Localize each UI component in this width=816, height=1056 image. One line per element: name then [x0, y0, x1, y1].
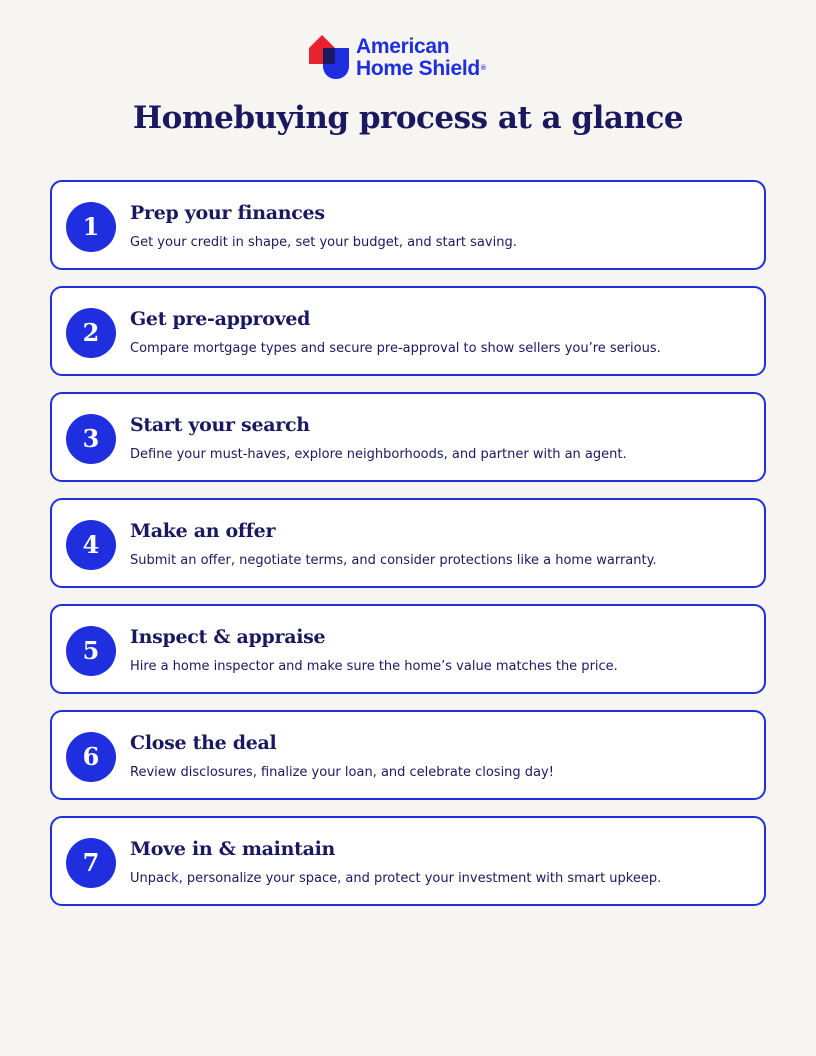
step-description: Review disclosures, finalize your loan, … — [130, 765, 554, 780]
step-description: Compare mortgage types and secure pre-ap… — [130, 341, 661, 356]
brand-logo: American Home Shield® — [308, 34, 518, 82]
step-number-badge: 7 — [66, 838, 116, 888]
step-title: Start your search — [130, 414, 310, 436]
step-card-5: 5 Inspect & appraise Hire a home inspect… — [50, 604, 766, 694]
step-description: Get your credit in shape, set your budge… — [130, 235, 517, 250]
step-number-badge: 1 — [66, 202, 116, 252]
step-card-2: 2 Get pre-approved Compare mortgage type… — [50, 286, 766, 376]
step-number-badge: 2 — [66, 308, 116, 358]
house-shield-logo-icon — [309, 35, 349, 79]
brand-name-line2: Home Shield® — [356, 57, 486, 80]
step-number-badge: 4 — [66, 520, 116, 570]
step-title: Close the deal — [130, 732, 277, 754]
step-description: Submit an offer, negotiate terms, and co… — [130, 553, 657, 568]
brand-name: American Home Shield® — [356, 36, 486, 80]
step-number-badge: 3 — [66, 414, 116, 464]
step-title: Move in & maintain — [130, 838, 336, 860]
step-card-3: 3 Start your search Define your must-hav… — [50, 392, 766, 482]
step-description: Hire a home inspector and make sure the … — [130, 659, 618, 674]
registered-mark: ® — [480, 65, 486, 72]
step-description: Unpack, personalize your space, and prot… — [130, 871, 662, 886]
step-title: Get pre-approved — [130, 308, 311, 330]
step-title: Inspect & appraise — [130, 626, 326, 648]
step-card-4: 4 Make an offer Submit an offer, negotia… — [50, 498, 766, 588]
step-title: Make an offer — [130, 520, 276, 542]
page-title: Homebuying process at a glance — [132, 100, 684, 136]
step-card-6: 6 Close the deal Review disclosures, fin… — [50, 710, 766, 800]
step-number-badge: 5 — [66, 626, 116, 676]
step-description: Define your must-haves, explore neighbor… — [130, 447, 627, 462]
step-number-badge: 6 — [66, 732, 116, 782]
steps-list: 1 Prep your finances Get your credit in … — [50, 180, 766, 922]
step-card-7: 7 Move in & maintain Unpack, personalize… — [50, 816, 766, 906]
brand-name-line1: American — [356, 35, 450, 58]
step-card-1: 1 Prep your finances Get your credit in … — [50, 180, 766, 270]
step-title: Prep your finances — [130, 202, 325, 224]
